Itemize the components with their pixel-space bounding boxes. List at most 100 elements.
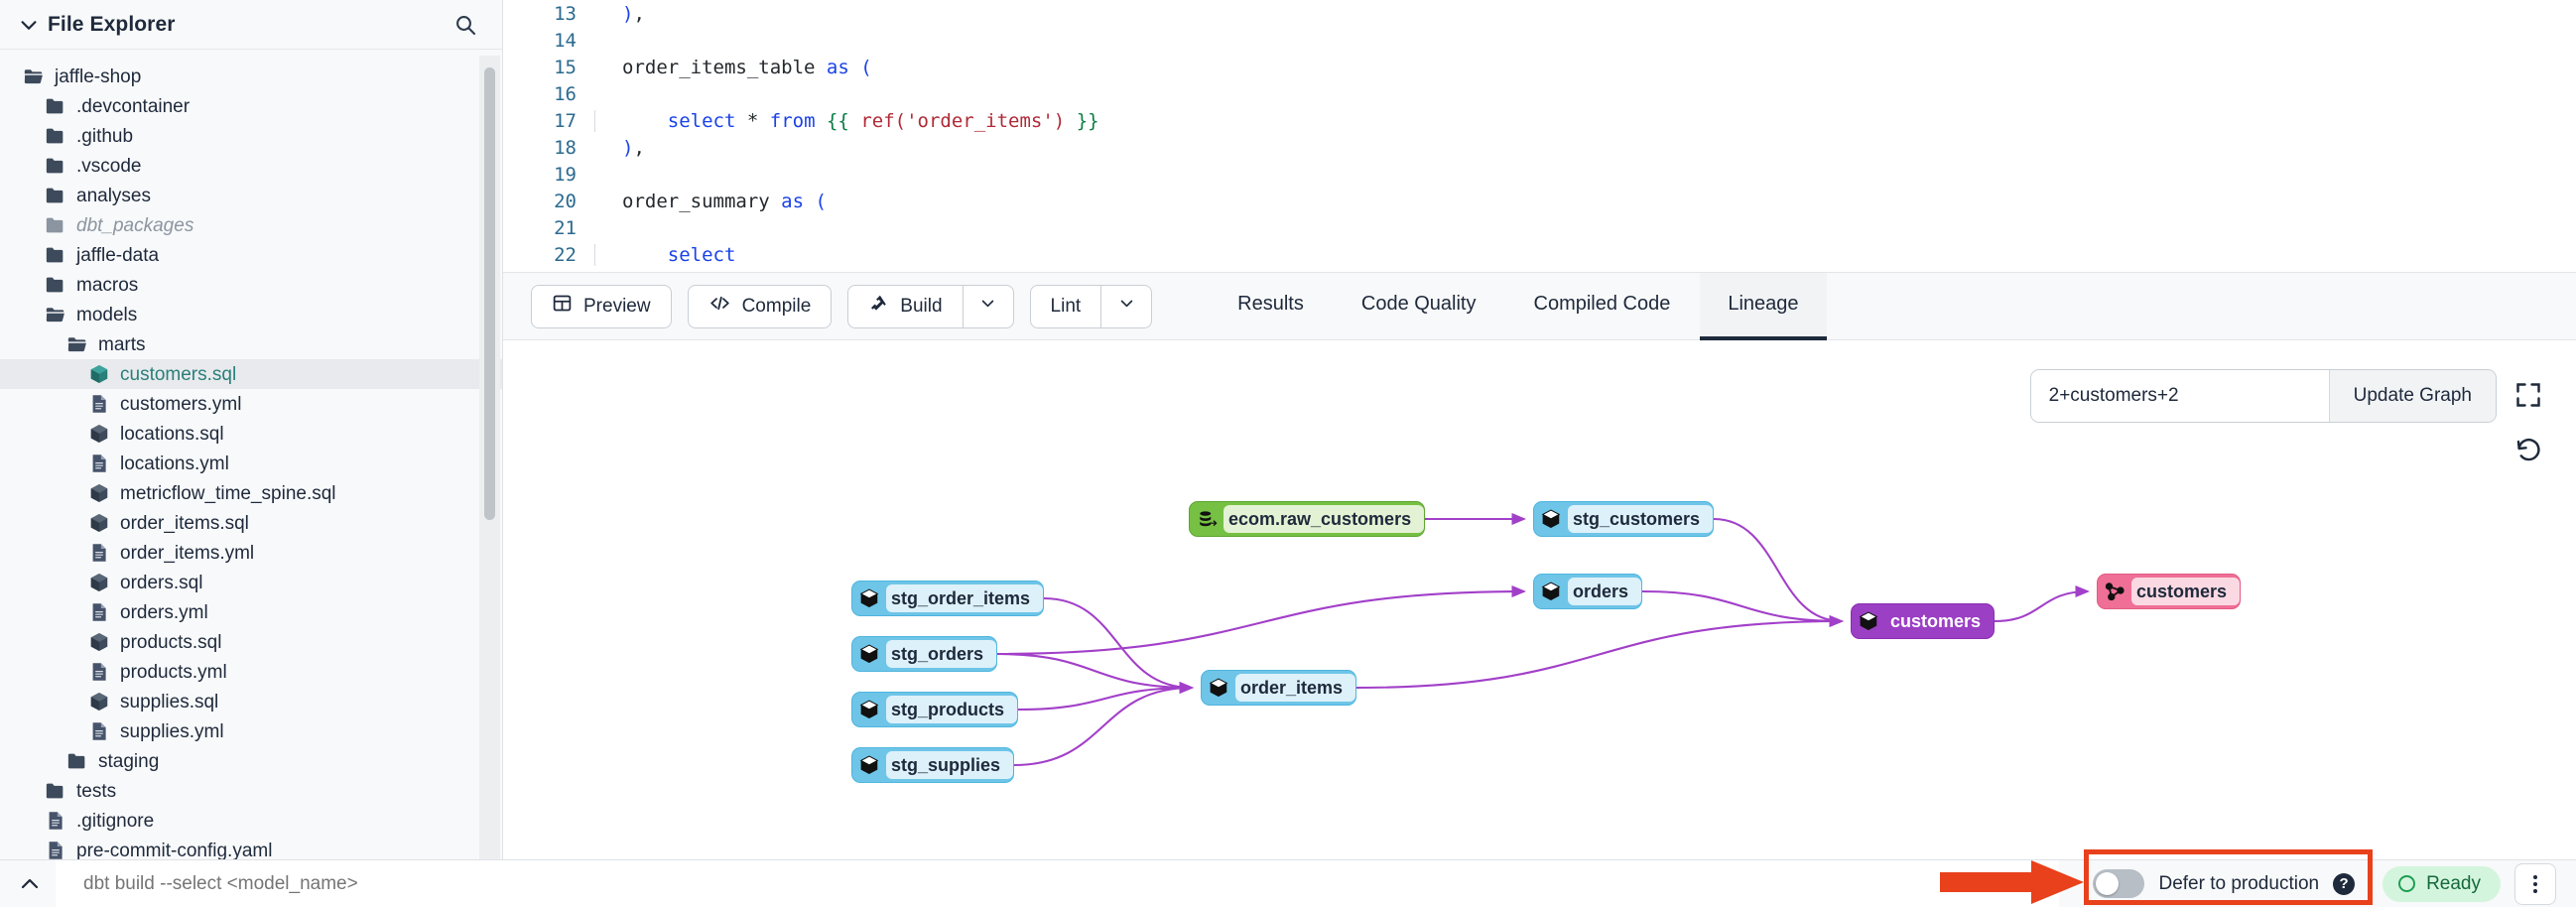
tree-item-metricflow-time-spine-sql[interactable]: metricflow_time_spine.sql: [0, 478, 502, 508]
tree-item-models[interactable]: models: [0, 300, 502, 329]
tree-item-label: locations.sql: [120, 423, 224, 445]
table-grid-icon: [552, 293, 573, 320]
expand-fullscreen-icon[interactable]: [2511, 377, 2546, 413]
code-token: ): [622, 2, 634, 25]
tree-item-tests[interactable]: tests: [0, 776, 502, 806]
chevron-down-icon: [1118, 295, 1135, 318]
build-button[interactable]: Build: [847, 284, 963, 328]
tree-item-customers-yml[interactable]: customers.yml: [0, 389, 502, 419]
lineage-node-order-items[interactable]: order_items: [1201, 670, 1357, 706]
folder-open-icon: [65, 332, 89, 356]
tree-item-label: supplies.yml: [120, 720, 224, 742]
lineage-node-stg-products[interactable]: stg_products: [851, 692, 1019, 727]
exposure-graph-icon: [2098, 574, 2131, 609]
tree-item-label: .gitignore: [76, 810, 155, 832]
lineage-node-customers[interactable]: customers: [2097, 574, 2242, 609]
yaml-file-icon: [44, 839, 67, 859]
tree-item-analyses[interactable]: analyses: [0, 181, 502, 210]
code-token: ): [622, 136, 634, 159]
preview-button[interactable]: Preview: [531, 284, 672, 328]
defer-to-production-control[interactable]: Defer to production ?: [2079, 865, 2369, 902]
sql-cube-icon: [87, 571, 111, 594]
question-mark-icon[interactable]: ?: [2333, 872, 2356, 895]
tree-item-supplies-sql[interactable]: supplies.sql: [0, 687, 502, 716]
tree-item--devcontainer[interactable]: .devcontainer: [0, 91, 502, 121]
code-line: 13),: [503, 0, 2576, 27]
tree-item-marts[interactable]: marts: [0, 329, 502, 359]
folder-icon: [44, 154, 67, 178]
lineage-node-ecom-raw-customers[interactable]: ecom.raw_customers: [1189, 501, 1426, 537]
sidebar-scrollbar[interactable]: [484, 67, 495, 520]
tab-lineage[interactable]: Lineage: [1700, 272, 1827, 340]
more-vertical-icon[interactable]: [2514, 862, 2556, 905]
tree-item-supplies-yml[interactable]: supplies.yml: [0, 716, 502, 746]
tree-item-products-yml[interactable]: products.yml: [0, 657, 502, 687]
tree-item-dbt-packages[interactable]: dbt_packages: [0, 210, 502, 240]
code-line: 18),: [503, 134, 2576, 161]
code-token: }}: [1065, 109, 1099, 132]
lint-dropdown-caret[interactable]: [1100, 284, 1153, 328]
lint-label: Lint: [1050, 295, 1082, 317]
compile-button[interactable]: Compile: [687, 284, 833, 328]
file-explorer-title: File Explorer: [48, 12, 176, 36]
tree-item-orders-sql[interactable]: orders.sql: [0, 568, 502, 597]
tree-item-pre-commit-config-yaml[interactable]: pre-commit-config.yaml: [0, 836, 502, 859]
update-graph-button[interactable]: Update Graph: [2328, 370, 2496, 422]
tree-item--gitignore[interactable]: .gitignore: [0, 806, 502, 836]
line-number: 16: [554, 82, 577, 105]
tree-item-orders-yml[interactable]: orders.yml: [0, 597, 502, 627]
tree-item-locations-sql[interactable]: locations.sql: [0, 419, 502, 449]
tree-item-label: .vscode: [76, 155, 142, 177]
lineage-graph-panel[interactable]: Update Graph ecom.raw_customers stg_custo…: [503, 340, 2576, 859]
reset-rotate-icon[interactable]: [2511, 433, 2546, 468]
tab-results[interactable]: Results: [1210, 273, 1332, 340]
code-token: ref(: [860, 109, 907, 132]
code-token: (: [815, 190, 827, 212]
lint-button[interactable]: Lint: [1029, 284, 1101, 328]
file-tree[interactable]: jaffle-shop .devcontainer .github .vscode an…: [0, 50, 502, 859]
tree-item-label: customers.yml: [120, 393, 242, 415]
graph-selector-input[interactable]: [2030, 370, 2329, 422]
lineage-node-stg-customers[interactable]: stg_customers: [1533, 501, 1715, 537]
search-icon[interactable]: [451, 10, 480, 40]
toggle-knob: [2096, 872, 2120, 895]
tree-item-staging[interactable]: staging: [0, 746, 502, 776]
tree-item-label: models: [76, 304, 138, 325]
lineage-node-stg-orders[interactable]: stg_orders: [851, 636, 998, 672]
tree-item-order-items-yml[interactable]: order_items.yml: [0, 538, 502, 568]
tree-item-macros[interactable]: macros: [0, 270, 502, 300]
sql-cube-icon: [87, 690, 111, 713]
chevron-up-icon[interactable]: [10, 864, 50, 904]
code-line: 14: [503, 27, 2576, 54]
chevron-down-icon[interactable]: [16, 12, 42, 38]
defer-toggle[interactable]: [2093, 869, 2145, 898]
folder-icon: [44, 94, 67, 118]
tree-item-label: .devcontainer: [76, 95, 191, 117]
tree-item-jaffle-shop[interactable]: jaffle-shop: [0, 62, 502, 91]
lineage-edge: [1641, 589, 1845, 628]
tree-item--vscode[interactable]: .vscode: [0, 151, 502, 181]
tree-item-jaffle-data[interactable]: jaffle-data: [0, 240, 502, 270]
command-input[interactable]: [56, 859, 2060, 907]
lineage-node-stg-order-items[interactable]: stg_order_items: [851, 581, 1045, 616]
yaml-file-icon: [87, 541, 111, 565]
tree-item-locations-yml[interactable]: locations.yml: [0, 449, 502, 478]
tree-item-customers-sql[interactable]: customers.sql: [0, 359, 502, 389]
tab-code-quality[interactable]: Code Quality: [1334, 273, 1504, 340]
lineage-node-label: stg_order_items: [886, 584, 1044, 612]
lineage-node-label: customers: [1890, 610, 1982, 631]
tree-item--github[interactable]: .github: [0, 121, 502, 151]
preview-label: Preview: [583, 295, 651, 317]
tab-compiled-code[interactable]: Compiled Code: [1506, 273, 1699, 340]
build-dropdown-caret[interactable]: [962, 284, 1014, 328]
lineage-node-customers[interactable]: customers: [1851, 603, 1996, 639]
tree-item-label: products.yml: [120, 661, 227, 683]
tree-item-order-items-sql[interactable]: order_items.sql: [0, 508, 502, 538]
tree-item-products-sql[interactable]: products.sql: [0, 627, 502, 657]
lineage-node-stg-supplies[interactable]: stg_supplies: [851, 747, 1015, 783]
lineage-node-orders[interactable]: orders: [1533, 574, 1643, 609]
folder-open-icon: [44, 303, 67, 326]
tree-item-label: order_items.sql: [120, 512, 249, 534]
